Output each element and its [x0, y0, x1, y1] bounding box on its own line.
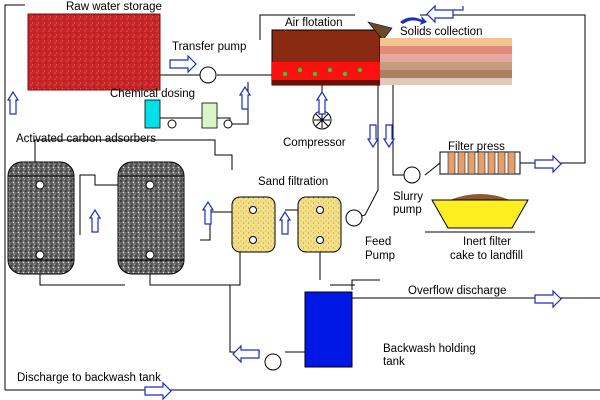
filter-press — [439, 151, 521, 175]
curved-flow-arrow-icon — [400, 16, 427, 25]
label-feed-pump-line1: Feed — [365, 236, 391, 248]
chemical-tank-cyan — [144, 99, 161, 129]
label-filter-press: Filter press — [448, 141, 505, 153]
chemical-tank-green — [201, 102, 218, 129]
flow-arrow-left-icon — [426, 4, 464, 24]
flow-arrow-down-icon — [382, 124, 396, 149]
feed-pump-icon — [345, 209, 363, 227]
raw-water-storage-tank — [27, 13, 161, 91]
carbon-adsorber-1 — [7, 161, 75, 275]
backwash-pump-icon — [264, 353, 282, 371]
sand-filter-1 — [231, 196, 276, 253]
flow-arrow-up-icon — [238, 85, 252, 110]
flow-arrow-right-icon — [144, 381, 172, 400]
label-discharge-to-backwash: Discharge to backwash tank — [17, 372, 161, 384]
label-chemical-dosing: Chemical dosing — [110, 88, 195, 100]
flow-arrow-right-icon — [534, 289, 562, 309]
dosing-pump-1-icon — [167, 119, 177, 129]
label-slurry-pump-line1: Slurry — [393, 191, 423, 203]
carbon-adsorber-2 — [117, 161, 185, 275]
flow-arrow-left-icon — [232, 344, 260, 364]
label-backwash-tank-line1: Backwash holding — [383, 343, 476, 355]
flow-arrow-up-icon — [278, 210, 292, 235]
label-activated-carbon-adsorbers: Activated carbon adsorbers — [16, 133, 156, 145]
label-solids-collection: Solids collection — [400, 26, 482, 38]
label-raw-water-storage: Raw water storage — [66, 1, 162, 13]
sand-filter-2 — [297, 196, 342, 253]
flow-arrow-right-icon — [169, 54, 197, 74]
transfer-pump-icon — [199, 66, 217, 84]
label-inert-cake-line2: cake to landfill — [450, 250, 523, 262]
label-transfer-pump: Transfer pump — [172, 41, 246, 53]
label-feed-pump-line2: Pump — [365, 250, 395, 262]
compressor-icon — [312, 110, 332, 130]
air-flotation-tank — [271, 29, 381, 86]
label-slurry-pump-line2: pump — [393, 204, 422, 216]
scraper-icon — [367, 21, 393, 41]
label-inert-cake-line1: Inert filter — [463, 236, 511, 248]
label-air-flotation: Air flotation — [285, 17, 343, 29]
slurry-pump-icon — [403, 166, 421, 184]
label-backwash-tank-line2: tank — [383, 356, 405, 368]
flow-arrow-right-icon — [534, 154, 562, 174]
flow-arrow-down-icon — [366, 124, 380, 149]
flow-arrows — [6, 4, 562, 400]
label-compressor: Compressor — [283, 137, 346, 149]
flow-arrow-up-icon — [88, 208, 102, 233]
dosing-pump-2-icon — [223, 119, 233, 129]
flow-arrow-up-icon — [315, 90, 329, 115]
backwash-holding-tank — [304, 291, 353, 368]
label-overflow-discharge: Overflow discharge — [408, 285, 506, 297]
label-sand-filtration: Sand filtration — [258, 176, 328, 188]
pipework — [4, 4, 600, 391]
flow-arrow-up-icon — [6, 90, 20, 115]
flow-arrow-up-icon — [201, 200, 215, 225]
landfill-skip — [425, 194, 535, 233]
solids-collection-bin — [380, 38, 512, 85]
